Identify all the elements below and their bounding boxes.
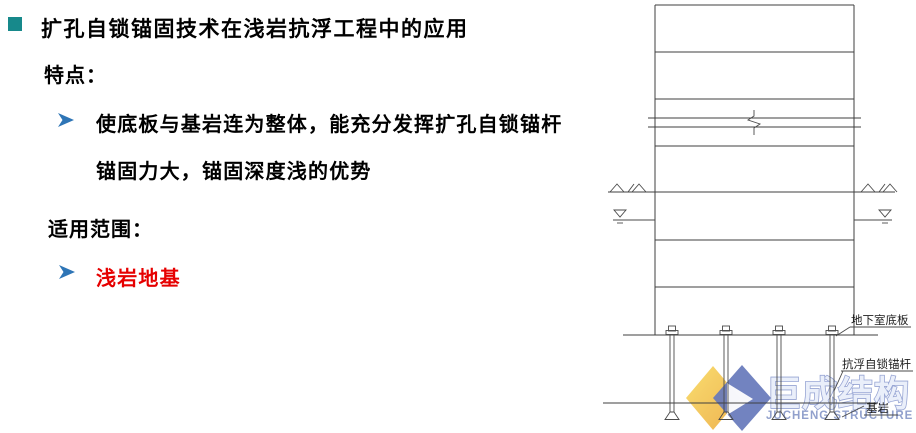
- ground-hatch-right-icon: [860, 183, 898, 193]
- label-anchor: 抗浮自锁锚杆: [842, 357, 911, 371]
- features-heading: 特点：: [44, 65, 107, 87]
- arrow-bullet-icon: [58, 264, 76, 280]
- label-anchor-callout: 抗浮自锁锚杆: [833, 357, 913, 392]
- water-table-symbols: [613, 209, 892, 224]
- label-bedrock: 基岩: [866, 401, 889, 415]
- feature-text-line2: 锚固力大，锚固深度浅的优势: [96, 161, 372, 183]
- logo-name-en: JUCHENG STRUCTURE: [766, 410, 913, 422]
- water-table-right-icon: [878, 209, 892, 224]
- slide-title: 扩孔自锁锚固技术在浅岩抗浮工程中的应用: [41, 18, 469, 41]
- scope-item-text: 浅岩地基: [96, 268, 181, 290]
- building-outline: [654, 4, 855, 335]
- water-table-left-icon: [613, 209, 627, 224]
- anchor-rod: [664, 325, 680, 420]
- arrow-bullet-icon: [57, 112, 75, 128]
- jucheng-logo-watermark: 巨成结构 JUCHENG STRUCTURE: [686, 365, 913, 431]
- feature-text-line1: 使底板与基岩连为整体，能充分发挥扩孔自锁锚杆: [96, 114, 563, 136]
- label-bedrock-callout: 基岩: [841, 401, 898, 418]
- ground-line: [608, 183, 898, 193]
- label-slab-callout: 地下室底板: [835, 313, 911, 337]
- label-slab: 地下室底板: [851, 313, 909, 327]
- scope-heading: 适用范围：: [48, 219, 153, 241]
- title-square-bullet-icon: [8, 17, 22, 31]
- section-break-symbol: [648, 110, 861, 135]
- ground-hatch-left-icon: [609, 183, 647, 193]
- logo-play-triangle-icon: [727, 383, 753, 415]
- logo-name-cn: 巨成结构: [766, 375, 910, 414]
